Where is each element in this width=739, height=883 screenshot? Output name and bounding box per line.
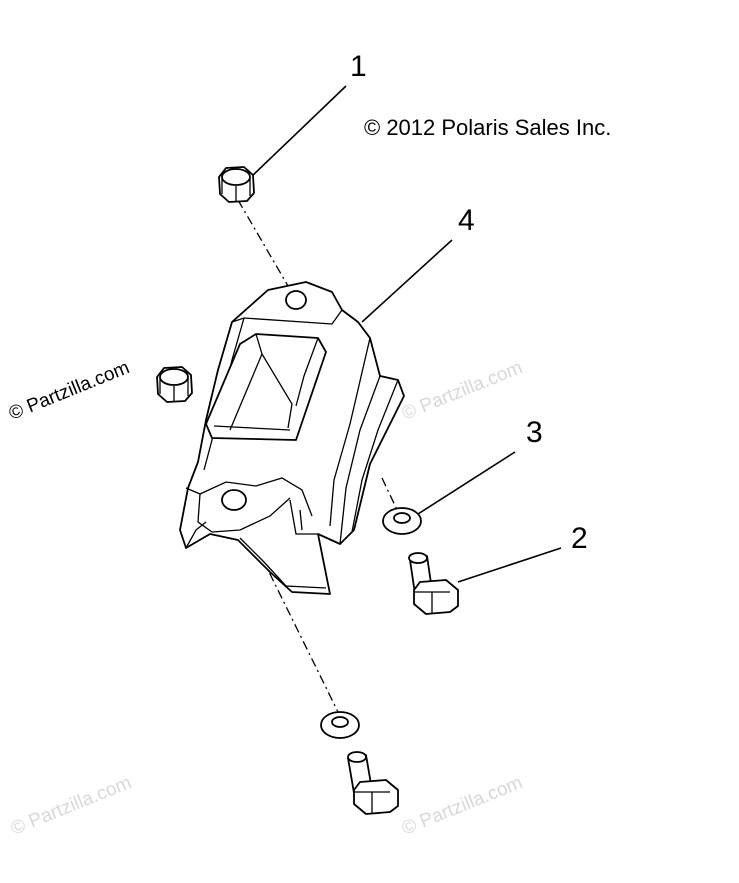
watermark-left: © Partzilla.com [6,357,133,424]
copyright-text: © 2012 Polaris Sales Inc. [364,115,611,140]
leader-line-3 [417,451,516,515]
mounting-bracket [179,281,405,595]
hex-bolt-right [408,552,459,615]
watermark-faint-bottom-right: © Partzilla.com [399,772,526,839]
leader-line-2 [457,547,562,583]
hex-bolt-bottom [347,751,399,815]
assembly-axis-top [237,199,296,299]
callout-3: 3 [526,416,543,449]
leader-line-4 [361,239,453,323]
hex-nut-top [218,166,255,203]
flat-washer-right [382,507,422,535]
flat-washer-bottom [320,711,360,739]
watermark-faint-center: © Partzilla.com [399,357,526,424]
leader-line-1 [249,85,347,179]
callout-2: 2 [571,522,588,555]
callout-1: 1 [350,50,367,83]
assembly-axis-right [381,477,401,517]
hex-nut-side [156,366,193,403]
callout-4: 4 [458,204,475,237]
watermark-faint-bottom-left: © Partzilla.com [8,772,135,839]
